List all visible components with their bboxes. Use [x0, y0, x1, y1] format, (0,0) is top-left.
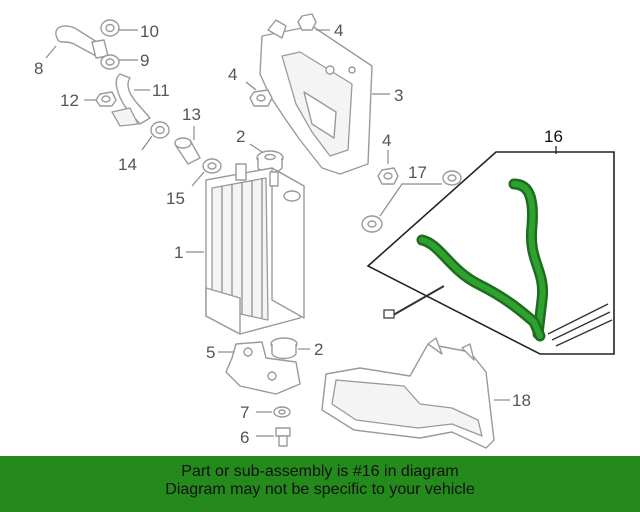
clamp-part-14[interactable] — [150, 121, 170, 139]
nut-part-12[interactable] — [95, 91, 117, 107]
inset-part-16[interactable] — [366, 151, 615, 355]
clamp-part-15[interactable] — [202, 158, 222, 174]
callout-11: 11 — [152, 81, 170, 100]
bolt-part-6[interactable] — [275, 427, 291, 447]
bracket-part-3[interactable] — [259, 19, 373, 175]
callout-16: 16 — [544, 127, 563, 146]
radiator-part-1[interactable] — [205, 163, 305, 335]
callout-2-upper: 2 — [236, 127, 245, 146]
callout-8: 8 — [34, 59, 43, 78]
callout-13: 13 — [182, 105, 201, 124]
callout-12: 12 — [60, 91, 79, 110]
callout-4-left: 4 — [228, 65, 237, 84]
callout-4-right: 4 — [382, 131, 391, 150]
callout-7: 7 — [240, 403, 249, 422]
clamp-part-17[interactable] — [361, 170, 462, 233]
parts-diagram: 10 9 8 11 12 14 13 15 2 2 — [34, 13, 615, 449]
callout-18: 18 — [512, 391, 531, 410]
banner-line-2: Diagram may not be specific to your vehi… — [165, 481, 475, 498]
callout-5: 5 — [206, 343, 215, 362]
callout-6: 6 — [240, 428, 249, 447]
callout-1: 1 — [174, 243, 183, 262]
nut-part-4-top[interactable] — [297, 13, 317, 31]
callout-2-lower: 2 — [314, 340, 323, 359]
callout-15: 15 — [166, 189, 185, 208]
callout-3: 3 — [394, 86, 403, 105]
info-banner: Part or sub-assembly is #16 in diagram D… — [0, 456, 640, 512]
callout-14: 14 — [118, 155, 137, 174]
air-duct-part-18[interactable] — [321, 337, 495, 449]
grommet-part-2-lower[interactable] — [270, 337, 298, 360]
connector-part-13[interactable] — [174, 137, 201, 165]
nut-part-4-left[interactable] — [249, 89, 273, 107]
pipe-part-11[interactable] — [111, 73, 151, 127]
clamp-part-9[interactable] — [100, 54, 120, 70]
callout-10: 10 — [140, 22, 159, 41]
washer-part-7[interactable] — [273, 406, 291, 418]
clamp-part-10[interactable] — [100, 19, 120, 37]
callout-9: 9 — [140, 51, 149, 70]
banner-line-1: Part or sub-assembly is #16 in diagram — [181, 463, 459, 480]
bracket-part-5[interactable] — [225, 341, 301, 395]
callout-4-top: 4 — [334, 21, 343, 40]
callout-17: 17 — [408, 163, 427, 182]
nut-part-4-right[interactable] — [377, 167, 399, 185]
hose-part-8[interactable] — [55, 25, 109, 59]
